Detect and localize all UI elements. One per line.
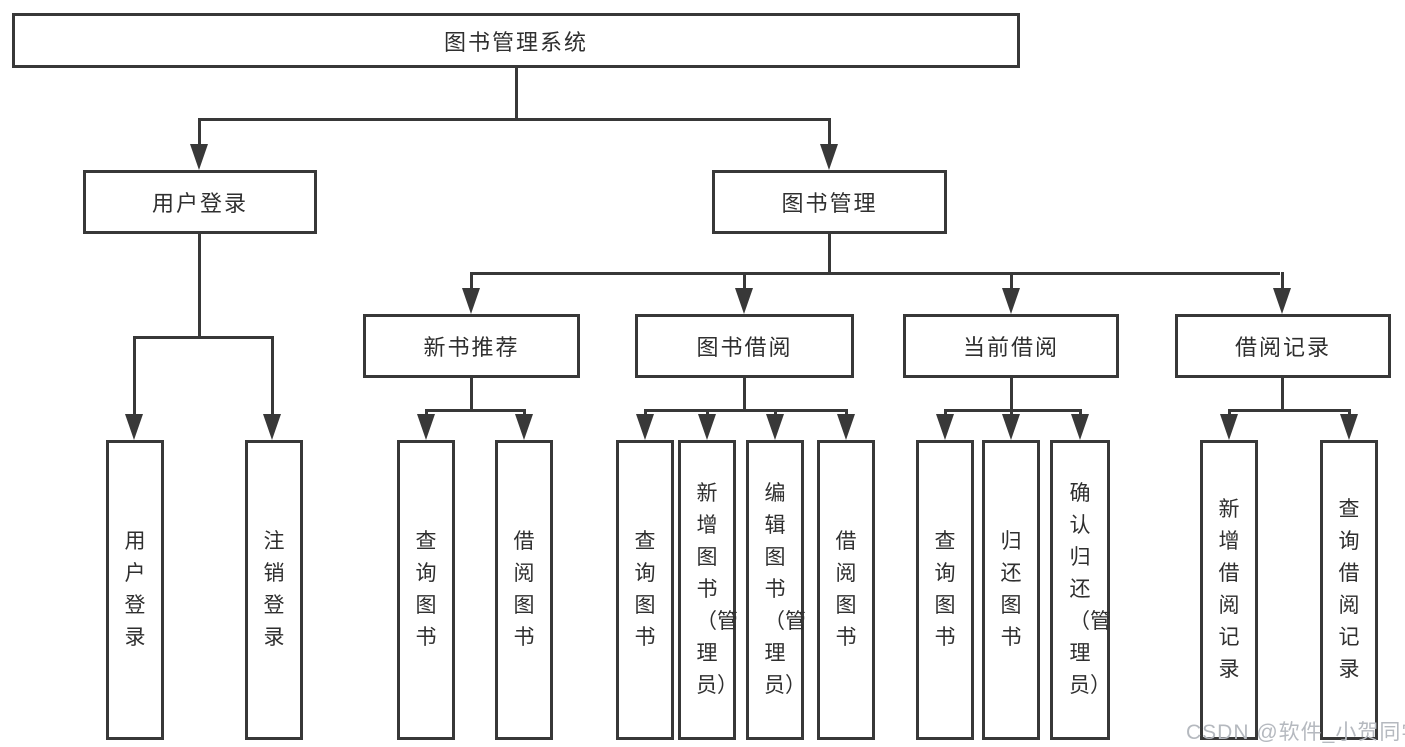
connector-line <box>425 409 428 417</box>
leaf-add-borrow-record: 新增借阅记录 <box>1200 440 1258 740</box>
connector-line <box>774 409 777 417</box>
leaf-confirm-return-admin-label: 确认归还（管理员） <box>1069 482 1111 697</box>
connector-line <box>470 272 473 290</box>
arrow-down-icon <box>1002 288 1020 314</box>
connector-line <box>1228 409 1231 417</box>
node-user-login-label: 用户登录 <box>151 191 248 216</box>
connector-line <box>1079 409 1082 417</box>
leaf-confirm-return-admin: 确认归还（管理员） <box>1050 440 1111 740</box>
node-book-management: 图书管理 <box>712 170 947 234</box>
leaf-borrow-query-books-label: 查询图书 <box>634 530 656 649</box>
node-borrow-records-label: 借阅记录 <box>1234 335 1331 360</box>
node-book-borrow: 图书借阅 <box>635 314 854 378</box>
leaf-add-books-admin: 新增图书（管理员） <box>678 440 738 740</box>
connector-line <box>1010 378 1013 411</box>
node-borrow-records: 借阅记录 <box>1175 314 1391 378</box>
node-book-borrow-label: 图书借阅 <box>696 335 793 360</box>
leaf-logout-label: 注销登录 <box>263 530 285 649</box>
arrow-down-icon <box>462 288 480 314</box>
arrow-down-icon <box>1273 288 1291 314</box>
connector-line <box>1228 409 1351 412</box>
connector-line <box>133 336 136 416</box>
node-current-borrow: 当前借阅 <box>903 314 1119 378</box>
leaf-query-borrow-record-label: 查询借阅记录 <box>1338 498 1360 681</box>
node-root: 图书管理系统 <box>12 13 1020 68</box>
arrow-down-icon <box>698 414 716 440</box>
arrow-down-icon <box>263 414 281 440</box>
connector-line <box>743 378 746 411</box>
connector-line <box>944 409 1082 412</box>
leaf-logout: 注销登录 <box>245 440 303 740</box>
arrow-down-icon <box>766 414 784 440</box>
connector-line <box>743 272 746 290</box>
leaf-recommend-query-books: 查询图书 <box>397 440 455 740</box>
leaf-recommend-borrow-books: 借阅图书 <box>495 440 553 740</box>
leaf-return-books-label: 归还图书 <box>1000 530 1022 649</box>
leaf-add-borrow-record-label: 新增借阅记录 <box>1218 498 1240 681</box>
arrow-down-icon <box>515 414 533 440</box>
connector-line <box>1010 409 1013 417</box>
leaf-add-books-admin-label: 新增图书（管理员） <box>696 482 738 697</box>
connector-line <box>828 118 831 146</box>
connector-line <box>133 336 274 339</box>
connector-line <box>425 409 526 412</box>
watermark: CSDN @软件_小贺同学 <box>1186 721 1405 744</box>
node-root-label: 图书管理系统 <box>443 29 588 55</box>
leaf-borrow-query-books: 查询图书 <box>616 440 674 740</box>
connector-line <box>1281 272 1284 290</box>
connector-line <box>944 409 947 417</box>
connector-line <box>198 118 831 121</box>
leaf-user-login: 用户登录 <box>106 440 164 740</box>
leaf-edit-books-admin-label: 编辑图书（管理员） <box>764 482 806 697</box>
arrow-down-icon <box>125 414 143 440</box>
leaf-edit-books-admin: 编辑图书（管理员） <box>746 440 806 740</box>
connector-line <box>644 409 647 417</box>
arrow-down-icon <box>190 144 208 170</box>
connector-line <box>470 272 1280 275</box>
leaf-current-query-books-label: 查询图书 <box>934 530 956 649</box>
connector-line <box>271 336 274 416</box>
node-current-borrow-label: 当前借阅 <box>962 335 1059 360</box>
node-user-login: 用户登录 <box>83 170 317 234</box>
leaf-query-borrow-record: 查询借阅记录 <box>1320 440 1378 740</box>
leaf-user-login-label: 用户登录 <box>124 530 146 649</box>
connector-line <box>644 409 848 412</box>
connector-line <box>198 234 201 336</box>
connector-line <box>515 68 518 118</box>
leaf-recommend-borrow-books-label: 借阅图书 <box>513 530 535 649</box>
node-new-book-recommend-label: 新书推荐 <box>423 335 520 360</box>
connector-line <box>198 118 201 146</box>
arrow-down-icon <box>820 144 838 170</box>
connector-line <box>845 409 848 417</box>
leaf-current-query-books: 查询图书 <box>916 440 974 740</box>
arrow-down-icon <box>417 414 435 440</box>
connector-line <box>523 409 526 417</box>
leaf-return-books: 归还图书 <box>982 440 1040 740</box>
arrow-down-icon <box>936 414 954 440</box>
connector-line <box>1281 378 1284 411</box>
arrow-down-icon <box>1220 414 1238 440</box>
connector-line <box>1348 409 1351 417</box>
arrow-down-icon <box>735 288 753 314</box>
arrow-down-icon <box>837 414 855 440</box>
connector-line <box>706 409 709 417</box>
arrow-down-icon <box>1071 414 1089 440</box>
leaf-borrow-books-label: 借阅图书 <box>835 530 857 649</box>
arrow-down-icon <box>1340 414 1358 440</box>
connector-line <box>470 378 473 411</box>
connector-line <box>828 234 831 272</box>
leaf-borrow-books: 借阅图书 <box>817 440 875 740</box>
arrow-down-icon <box>636 414 654 440</box>
connector-line <box>1010 272 1013 290</box>
leaf-recommend-query-books-label: 查询图书 <box>415 530 437 649</box>
node-new-book-recommend: 新书推荐 <box>363 314 580 378</box>
arrow-down-icon <box>1002 414 1020 440</box>
node-book-management-label: 图书管理 <box>781 191 878 216</box>
